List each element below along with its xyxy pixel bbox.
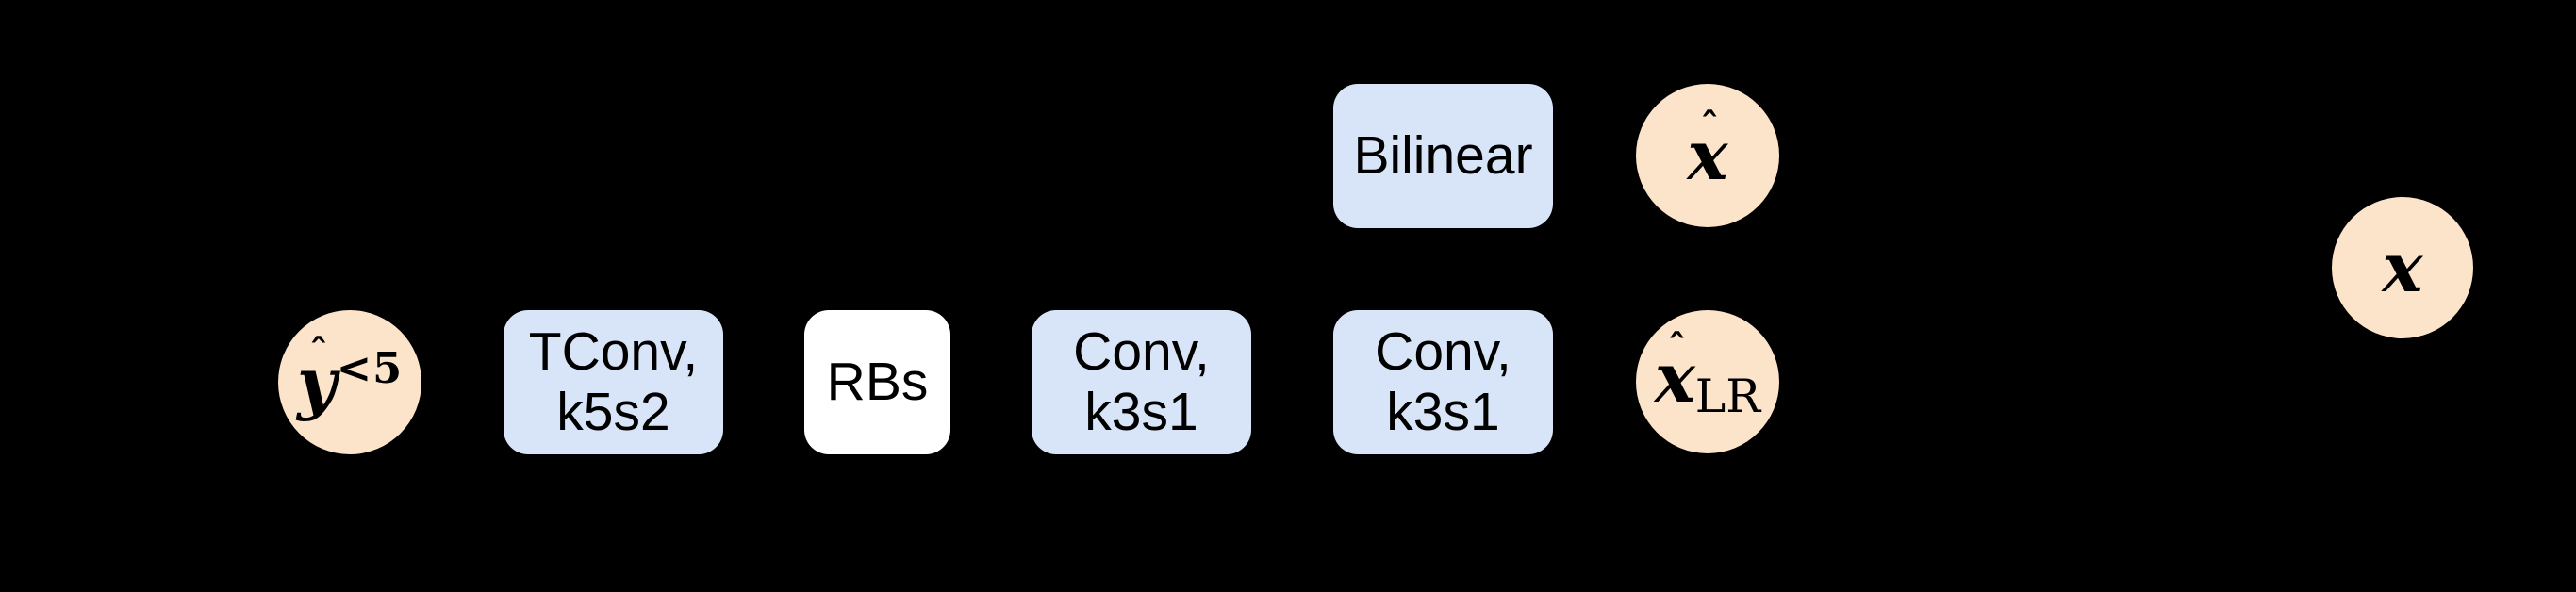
math-letter: y <box>296 341 337 422</box>
block-label-line1: Conv, <box>1073 321 1210 382</box>
node-x: x <box>2332 197 2473 338</box>
hat-accent: ˆ <box>1667 327 1687 371</box>
block-label-line1: TConv, <box>528 321 699 382</box>
block-label: RBs <box>826 351 929 412</box>
hat-accent: ˆ <box>1700 105 1720 149</box>
block-label-line2: k3s1 <box>1084 381 1198 442</box>
block-rbs: RBs <box>804 310 950 454</box>
block-conv2-k3s1: Conv, k3s1 <box>1333 310 1553 454</box>
math-letter: x <box>1654 337 1695 418</box>
block-tconv-k5s2: TConv, k5s2 <box>504 310 723 454</box>
node-x-label: x <box>2383 234 2423 302</box>
hat-accent: ˆ <box>309 332 328 376</box>
block-label: Bilinear <box>1353 124 1533 186</box>
block-conv1-k3s1: Conv, k3s1 <box>1032 310 1251 454</box>
math-letter: x <box>1687 115 1728 195</box>
block-label-line1: Conv, <box>1375 321 1511 382</box>
block-bilinear: Bilinear <box>1333 84 1553 228</box>
math-subscript: LR <box>1694 369 1761 423</box>
math-superscript: <5 <box>336 343 404 394</box>
math-letter: x <box>2382 227 2423 307</box>
block-label-line2: k3s1 <box>1386 381 1500 442</box>
block-label-line2: k5s2 <box>556 381 670 442</box>
